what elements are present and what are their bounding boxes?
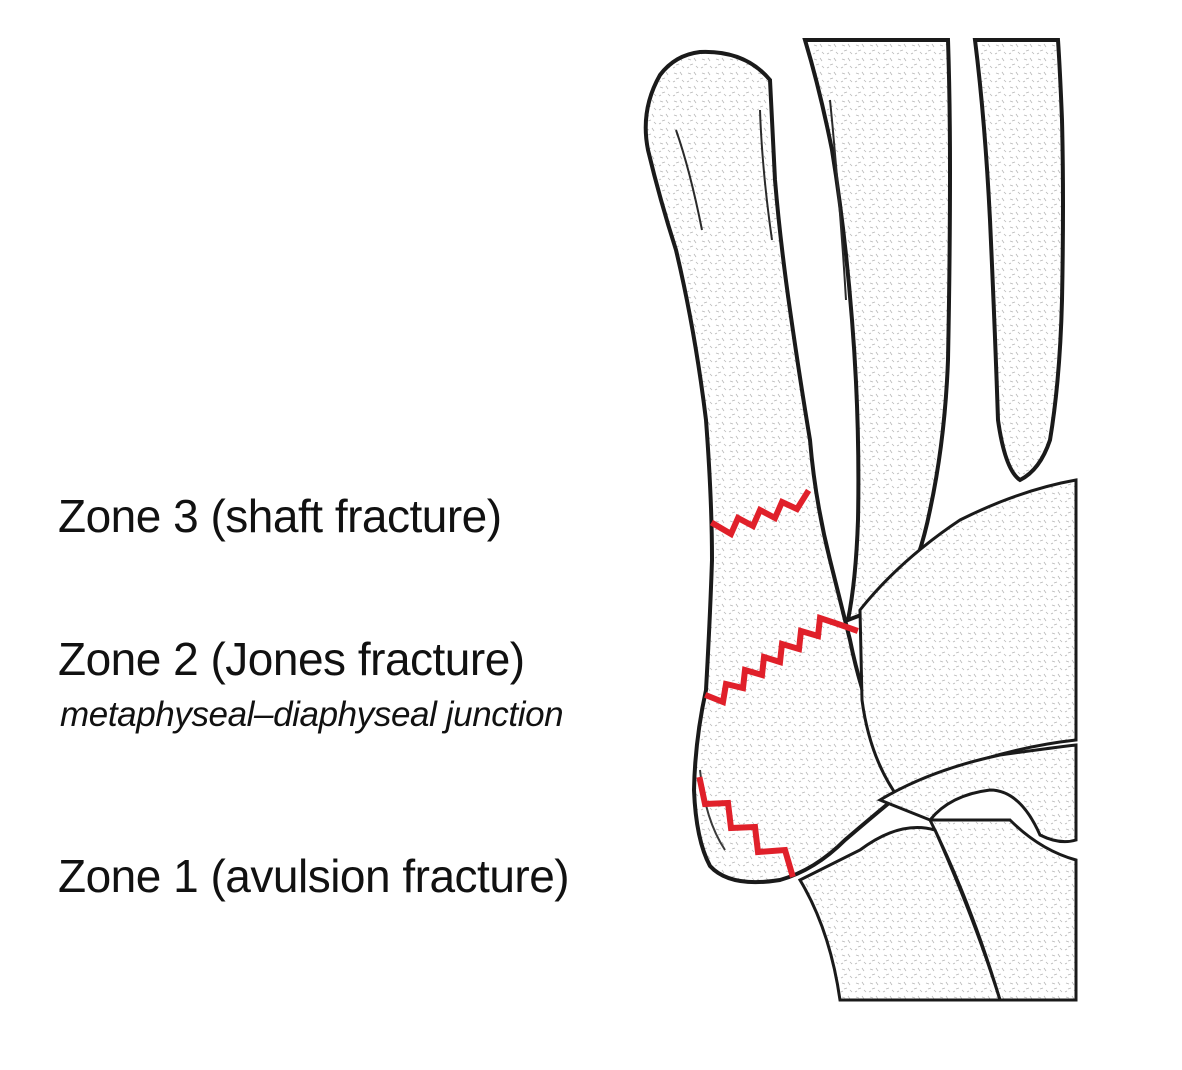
third-metatarsal [972, 38, 1065, 483]
fracture-zone-3-marker [709, 488, 812, 539]
zone-2-label: Zone 2 (Jones fracture) [58, 633, 525, 685]
zone-2-sublabel: metaphyseal–diaphyseal junction [60, 695, 564, 734]
foot-bone-illustration [643, 38, 1078, 1002]
fracture-zone-1-marker [696, 776, 796, 878]
cuboid-bone [858, 478, 1078, 803]
zone-3-label: Zone 3 (shaft fracture) [58, 490, 502, 542]
fourth-metatarsal [802, 38, 953, 624]
fracture-zone-2-marker [704, 613, 859, 707]
zone-1-label: Zone 1 (avulsion fracture) [58, 850, 570, 902]
zone-labels: Zone 3 (shaft fracture) Zone 2 (Jones fr… [58, 490, 570, 902]
tarsal-bones [797, 743, 1078, 1002]
